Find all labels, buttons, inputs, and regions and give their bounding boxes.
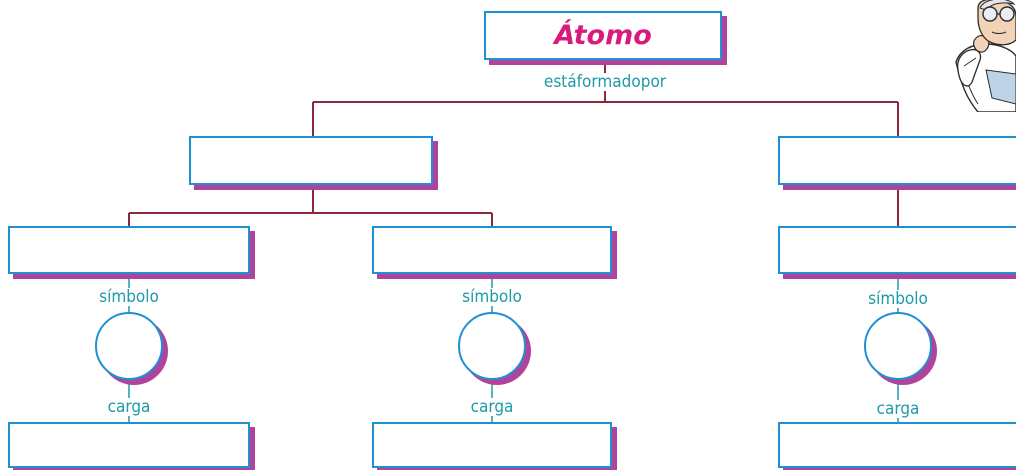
link-label-charge-a: carga	[106, 397, 152, 417]
link-label-charge-b: carga	[469, 397, 515, 417]
empty-box-right[interactable]	[778, 136, 1016, 185]
symbol-circle-c[interactable]	[864, 312, 932, 380]
empty-box-charge-c[interactable]	[778, 422, 1016, 468]
empty-box-charge-a[interactable]	[8, 422, 250, 468]
empty-box-particle-a[interactable]	[8, 226, 250, 274]
symbol-circle-b[interactable]	[458, 312, 526, 380]
link-label-symbol-c: símbolo	[867, 289, 929, 309]
link-label-formed-by: estáformadopor	[542, 72, 668, 92]
empty-box-particle-c[interactable]	[778, 226, 1016, 274]
link-label-symbol-b: símbolo	[461, 287, 523, 307]
thinking-scientist-cartoon-icon	[955, 0, 1016, 112]
empty-box-charge-b[interactable]	[372, 422, 612, 468]
symbol-circle-a[interactable]	[95, 312, 163, 380]
link-label-charge-c: carga	[875, 399, 921, 419]
diagram-title: Átomo	[554, 20, 652, 51]
empty-box-left[interactable]	[189, 136, 433, 185]
title-box: Átomo	[484, 11, 722, 60]
link-label-symbol-a: símbolo	[98, 287, 160, 307]
empty-box-particle-b[interactable]	[372, 226, 612, 274]
